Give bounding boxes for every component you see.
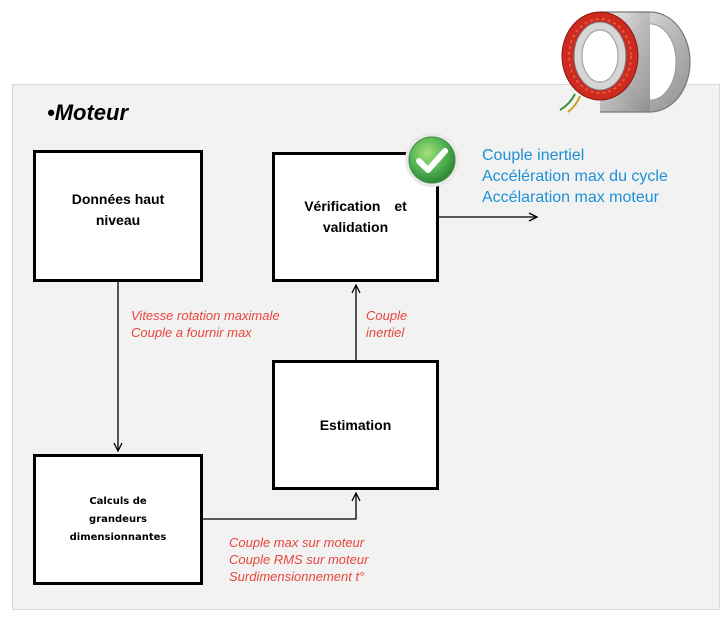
box-donnees-line2: niveau <box>95 212 141 228</box>
label-couple-fournir: Couple a fournir max <box>131 325 252 340</box>
box-verif-line1: Vérification et <box>304 198 407 214</box>
output-acceleration-moteur: Accélaration max moteur <box>482 189 659 206</box>
label-estimation-to-verification: Couple inertiel <box>366 307 407 341</box>
box-estimation: Estimation <box>272 360 439 490</box>
label-calculs-to-estimation: Couple max sur moteur Couple RMS sur mot… <box>229 534 368 585</box>
section-title: •Moteur <box>47 100 129 125</box>
label-inertiel: inertiel <box>366 325 405 340</box>
label-donnees-to-calculs: Vitesse rotation maximale Couple a fourn… <box>131 307 280 341</box>
box-calculs-line2: grandeurs <box>89 513 147 525</box>
output-couple-inertiel: Couple inertiel <box>482 147 585 164</box>
box-calculs-line1: Calculs de <box>89 495 147 507</box>
label-couple-rms: Couple RMS sur moteur <box>229 552 369 567</box>
label-vitesse: Vitesse rotation maximale <box>131 308 280 323</box>
arrow-calculs-to-estimation <box>203 493 356 520</box>
label-couple: Couple <box>366 308 408 323</box>
output-labels: Couple inertiel Accélération max du cycl… <box>482 145 668 208</box>
box-calculs-grandeurs: Calculs de grandeurs dimensionnantes <box>33 454 203 585</box>
label-surdimensionnement: Surdimensionnement t° <box>229 569 365 584</box>
box-verif-line2: validation <box>322 219 389 235</box>
box-calculs-line3: dimensionnantes <box>69 531 167 543</box>
label-couple-max: Couple max sur moteur <box>229 535 365 550</box>
box-donnees-haut-niveau: Données haut niveau <box>33 150 203 282</box>
output-acceleration-cycle: Accélération max du cycle <box>482 168 668 185</box>
box-donnees-line1: Données haut <box>71 191 165 207</box>
green-check-circle-icon <box>405 133 459 187</box>
motor-ring-icon <box>559 11 691 113</box>
box-estimation-label: Estimation <box>319 417 392 433</box>
